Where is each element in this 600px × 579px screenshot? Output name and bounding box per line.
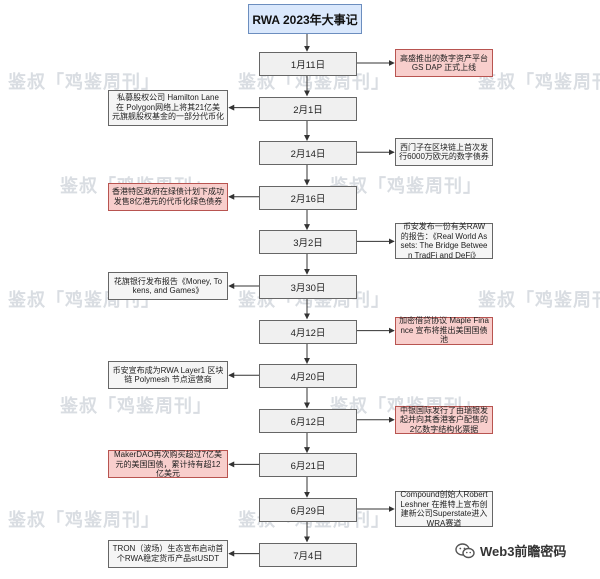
date-node: 6月29日 (259, 498, 357, 522)
event-box: 中银国际发行了由瑞银发起并向其香港客户配售的2亿数字结构化票据 (395, 406, 493, 434)
wechat-icon (455, 542, 475, 559)
event-box: 香港特区政府在绿债计划下成功发售8亿港元的代币化绿色债券 (108, 182, 228, 211)
brand-mark: Web3前瞻密码 (455, 541, 566, 560)
date-node: 4月12日 (259, 319, 357, 344)
date-node: 6月12日 (259, 408, 357, 433)
event-box: 私募股权公司 Hamilton Lane 在 Polygon网络上将其21亿美元… (108, 89, 228, 126)
date-node: 2月1日 (259, 96, 357, 121)
event-box: 西门子在区块链上首次发行6000万欧元的数字债券 (395, 138, 493, 167)
date-node: 2月14日 (259, 141, 357, 166)
brand-name: Web3前瞻密码 (480, 544, 567, 559)
date-node: 3月2日 (259, 230, 357, 255)
event-box: 加密借贷协议 Maple Finance 宣布将推出美国国债池 (395, 316, 493, 345)
event-box: 花旗银行发布报告《Money, Tokens, and Games》 (108, 272, 228, 300)
date-node: 4月20日 (259, 364, 357, 389)
event-box: MakerDAO再次购买超过7亿美元的美国国债，累计持有超12亿美元 (108, 450, 228, 479)
diagram-title: RWA 2023年大事记 (248, 4, 362, 34)
event-box: TRON（波场）生态宣布启动首个RWA稳定货币产品stUSDT (108, 539, 228, 568)
event-box: 高盛推出的数字资产平台 GS DAP 正式上线 (395, 49, 493, 77)
event-box: 币安宣布成为RWA Layer1 区块链 Polymesh 节点运营商 (108, 361, 228, 390)
event-box: 币安发布一份有关RAW的报告：《Real World Assets: The B… (395, 222, 493, 260)
date-node: 6月21日 (259, 453, 357, 478)
date-node: 2月16日 (259, 185, 357, 210)
date-node: 1月11日 (259, 52, 357, 76)
date-node: 7月4日 (259, 542, 357, 567)
event-box: Compound创始人Robert Leshner 在推特上宣布创建新公司Sup… (395, 490, 493, 528)
date-node: 3月30日 (259, 275, 357, 299)
